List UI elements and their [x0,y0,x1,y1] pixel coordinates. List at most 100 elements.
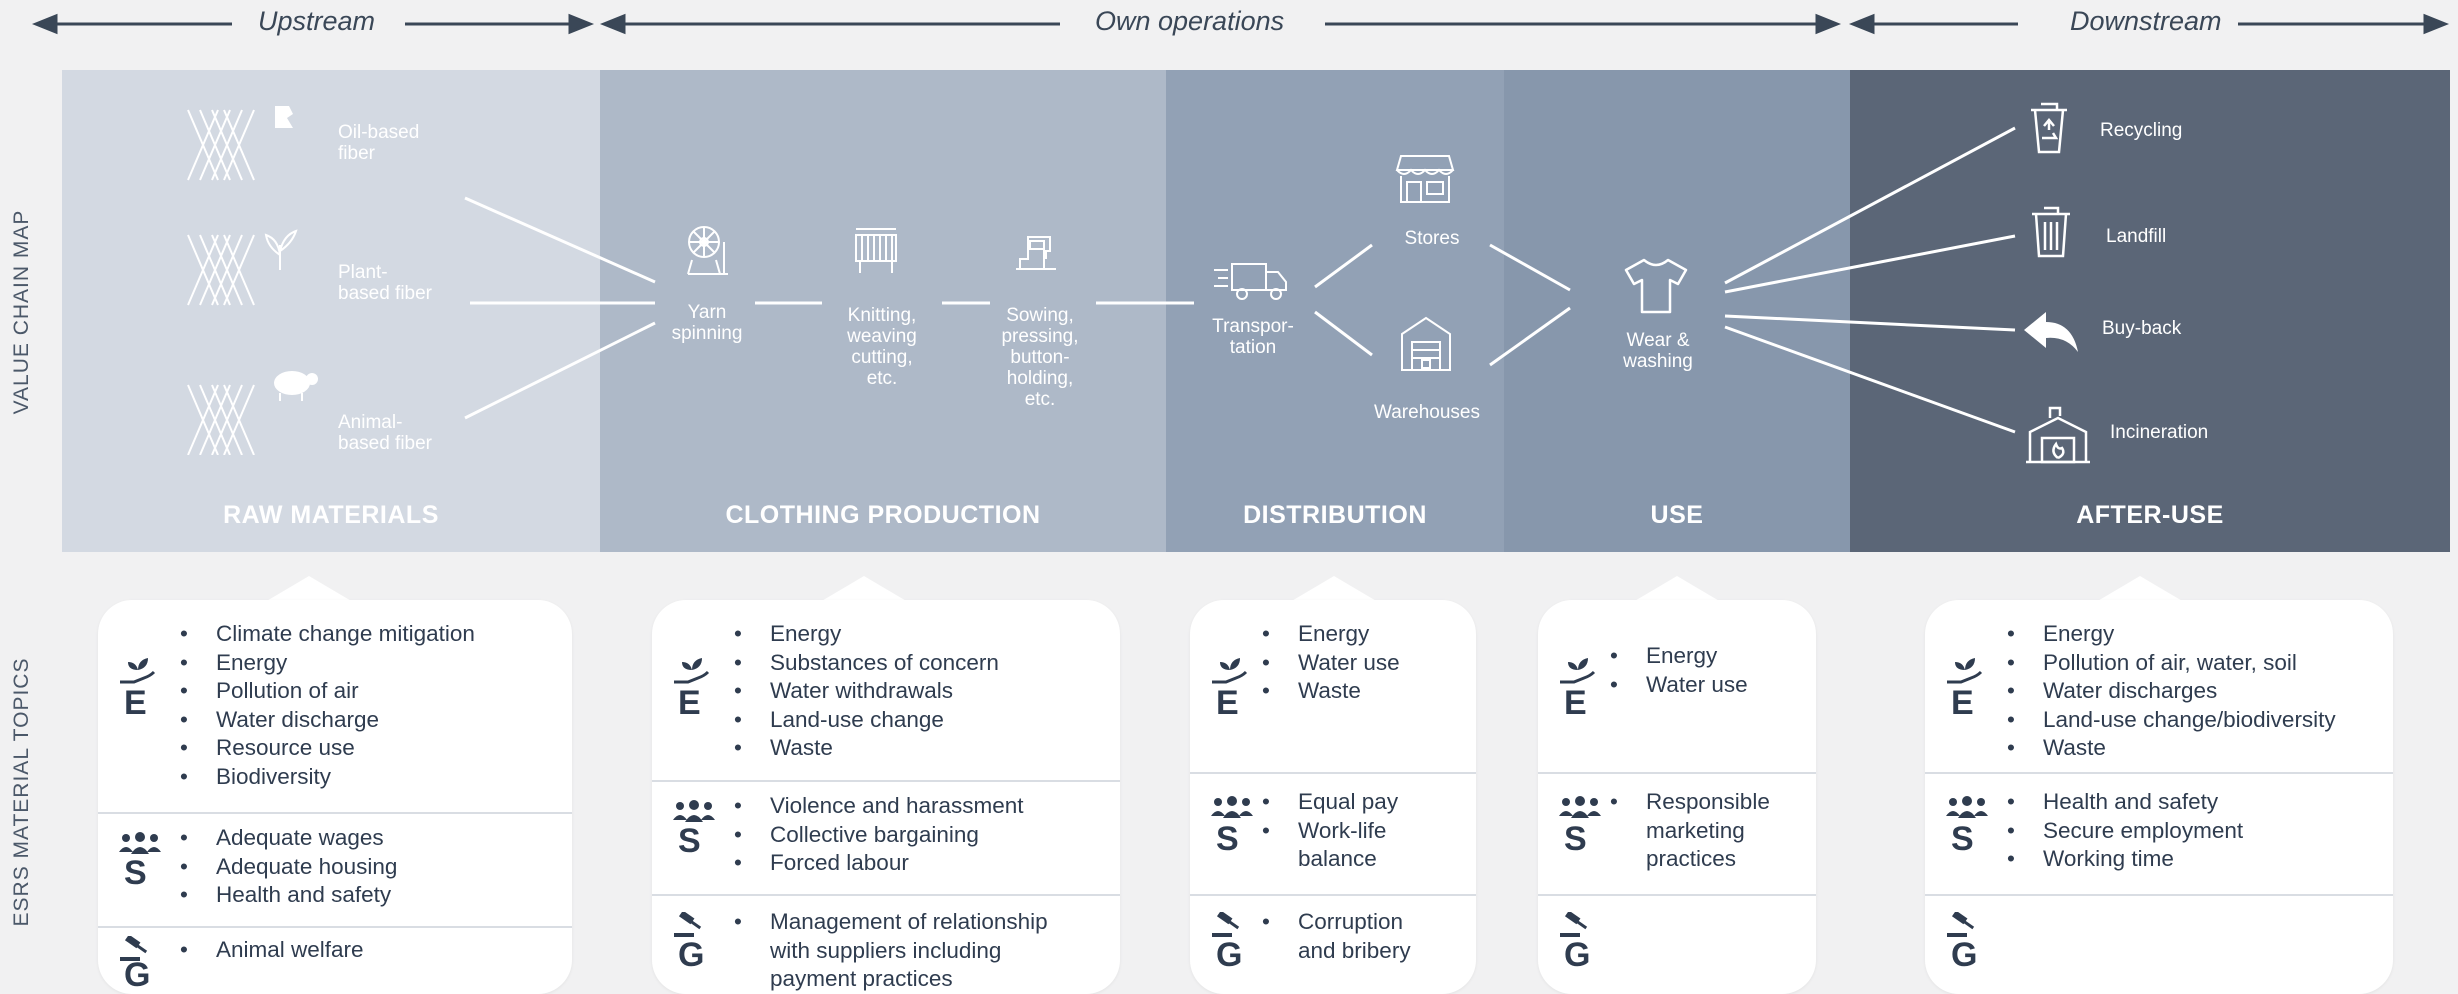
esrs-card-distribution: E Energy Water use Waste S Equal pay Wor… [1190,600,1476,994]
environment-icon [1212,658,1248,684]
option-recycling: Recycling [2100,120,2183,141]
topic-item: Water use [1610,671,1748,700]
buyback-arrow-icon [2024,312,2078,352]
plant-fiber-icon [187,229,298,306]
topic-item: payment practices [734,965,1048,994]
topic-item: Pollution of air [180,677,475,706]
social-icon [1946,796,1988,818]
topic-item: Animal welfare [180,936,364,965]
topic-continuation: with suppliers including [770,937,1002,963]
section-divider [98,926,572,928]
card-pointer [1633,576,1721,602]
environment-section: E Energy Pollution of air, water, soil W… [1925,600,2393,772]
sewing-machine-icon [1016,236,1056,270]
gavel-icon [120,936,148,961]
environment-topics: Energy Water use [1610,642,1748,699]
environment-topics: Energy Substances of concern Water withd… [734,620,999,763]
environment-icon [120,658,156,684]
environment-letter: E [678,684,701,722]
topic-item: Collective bargaining [734,821,1024,850]
step-knitting: Knitting, weaving cutting, etc. [847,305,917,389]
governance-letter: G [124,956,151,994]
topic-item: Waste [1262,677,1400,706]
social-letter: S [1216,820,1239,858]
environment-icon [1560,658,1596,684]
topic-item: Waste [2007,734,2336,763]
topic-item: with suppliers including [734,937,1048,966]
social-icon [673,800,715,822]
flow-connectors [464,126,2016,434]
governance-section: G [1925,896,2393,994]
topic-item: Water withdrawals [734,677,999,706]
environment-icon [674,658,710,684]
environment-topics: Climate change mitigation Energy Polluti… [180,620,475,791]
animal-fiber-icon [187,371,318,455]
section-divider [1925,772,2393,774]
governance-letter: G [678,936,705,974]
social-section: S Health and safety Secure employment Wo… [1925,774,2393,894]
topic-item: Energy [180,649,475,678]
stage-raw-materials: RAW MATERIALS [62,70,600,552]
section-divider [1925,894,2393,896]
fiber-label-animal: Animal- based fiber [338,412,433,454]
stage-title-use: USE [1650,501,1704,529]
governance-topics: Corruption and bribery [1262,908,1411,965]
section-divider [1538,772,1816,774]
social-section: S Violence and harassment Collective bar… [652,782,1120,894]
topic-item: Substances of concern [734,649,999,678]
governance-section: G Animal welfare [98,928,572,994]
topic-item: Corruption [1262,908,1411,937]
loom-icon [855,228,897,273]
topic-item: Health and safety [180,881,397,910]
warehouses-label: Warehouses [1374,402,1480,423]
scope-arrows [31,13,2450,35]
step-sewing: Sowing, pressing, button- holding, etc. [1001,305,1079,410]
topic-continuation: balance [1298,846,1377,871]
topic-item: Health and safety [2007,788,2243,817]
social-topics: Violence and harassment Collective barga… [734,792,1024,878]
topic-item: Forced labour [734,849,1024,878]
social-icon [1211,796,1253,818]
topic-item: practices [1610,845,1770,874]
topic-continuation: and bribery [1298,937,1411,963]
topic-item: Management of relationship [734,908,1048,937]
topic-item: Energy [1262,620,1400,649]
esrs-card-clothing-production: E Energy Substances of concern Water wit… [652,600,1120,994]
spinning-wheel-icon [687,226,728,275]
governance-letter: G [1951,936,1978,974]
esrs-card-raw-materials: E Climate change mitigation Energy Pollu… [98,600,572,994]
topic-item: Waste [734,734,999,763]
option-landfill: Landfill [2106,226,2167,247]
topic-item: Land-use change/biodiversity [2007,706,2336,735]
step-yarn-spinning: Yarn spinning [671,302,743,344]
topic-item: Pollution of air, water, soil [2007,649,2336,678]
stage-clothing-production: CLOTHING PRODUCTION [600,70,1166,552]
section-divider [652,894,1120,896]
stage-after-use: AFTER-USE [1850,70,2450,552]
gavel-icon [1560,912,1588,937]
environment-section: E Energy Substances of concern Water wit… [652,600,1120,780]
topic-item: marketing [1610,817,1770,846]
card-pointer [2096,576,2184,602]
social-section: S Responsible marketing practices [1538,774,1816,894]
governance-section: G [1538,896,1816,994]
option-buyback: Buy-back [2102,318,2182,339]
topic-item: Energy [734,620,999,649]
environment-letter: E [1951,684,1974,722]
topic-item: and bribery [1262,937,1411,966]
topic-item: Energy [2007,620,2336,649]
topic-item: Land-use change [734,706,999,735]
gavel-icon [674,912,702,937]
social-letter: S [1951,820,1974,858]
tshirt-icon [1624,258,1688,314]
social-icon [119,832,161,854]
governance-section: G Management of relationship with suppli… [652,896,1120,994]
topic-item: Water discharges [2007,677,2336,706]
topic-item: Responsible [1610,788,1770,817]
governance-section: G Corruption and bribery [1190,896,1476,994]
stage-use: USE [1504,70,1850,552]
topic-item: Working time [2007,845,2243,874]
topic-item: Adequate wages [180,824,397,853]
option-incineration: Incineration [2110,422,2209,443]
stage-title-clothing: CLOTHING PRODUCTION [725,501,1041,529]
